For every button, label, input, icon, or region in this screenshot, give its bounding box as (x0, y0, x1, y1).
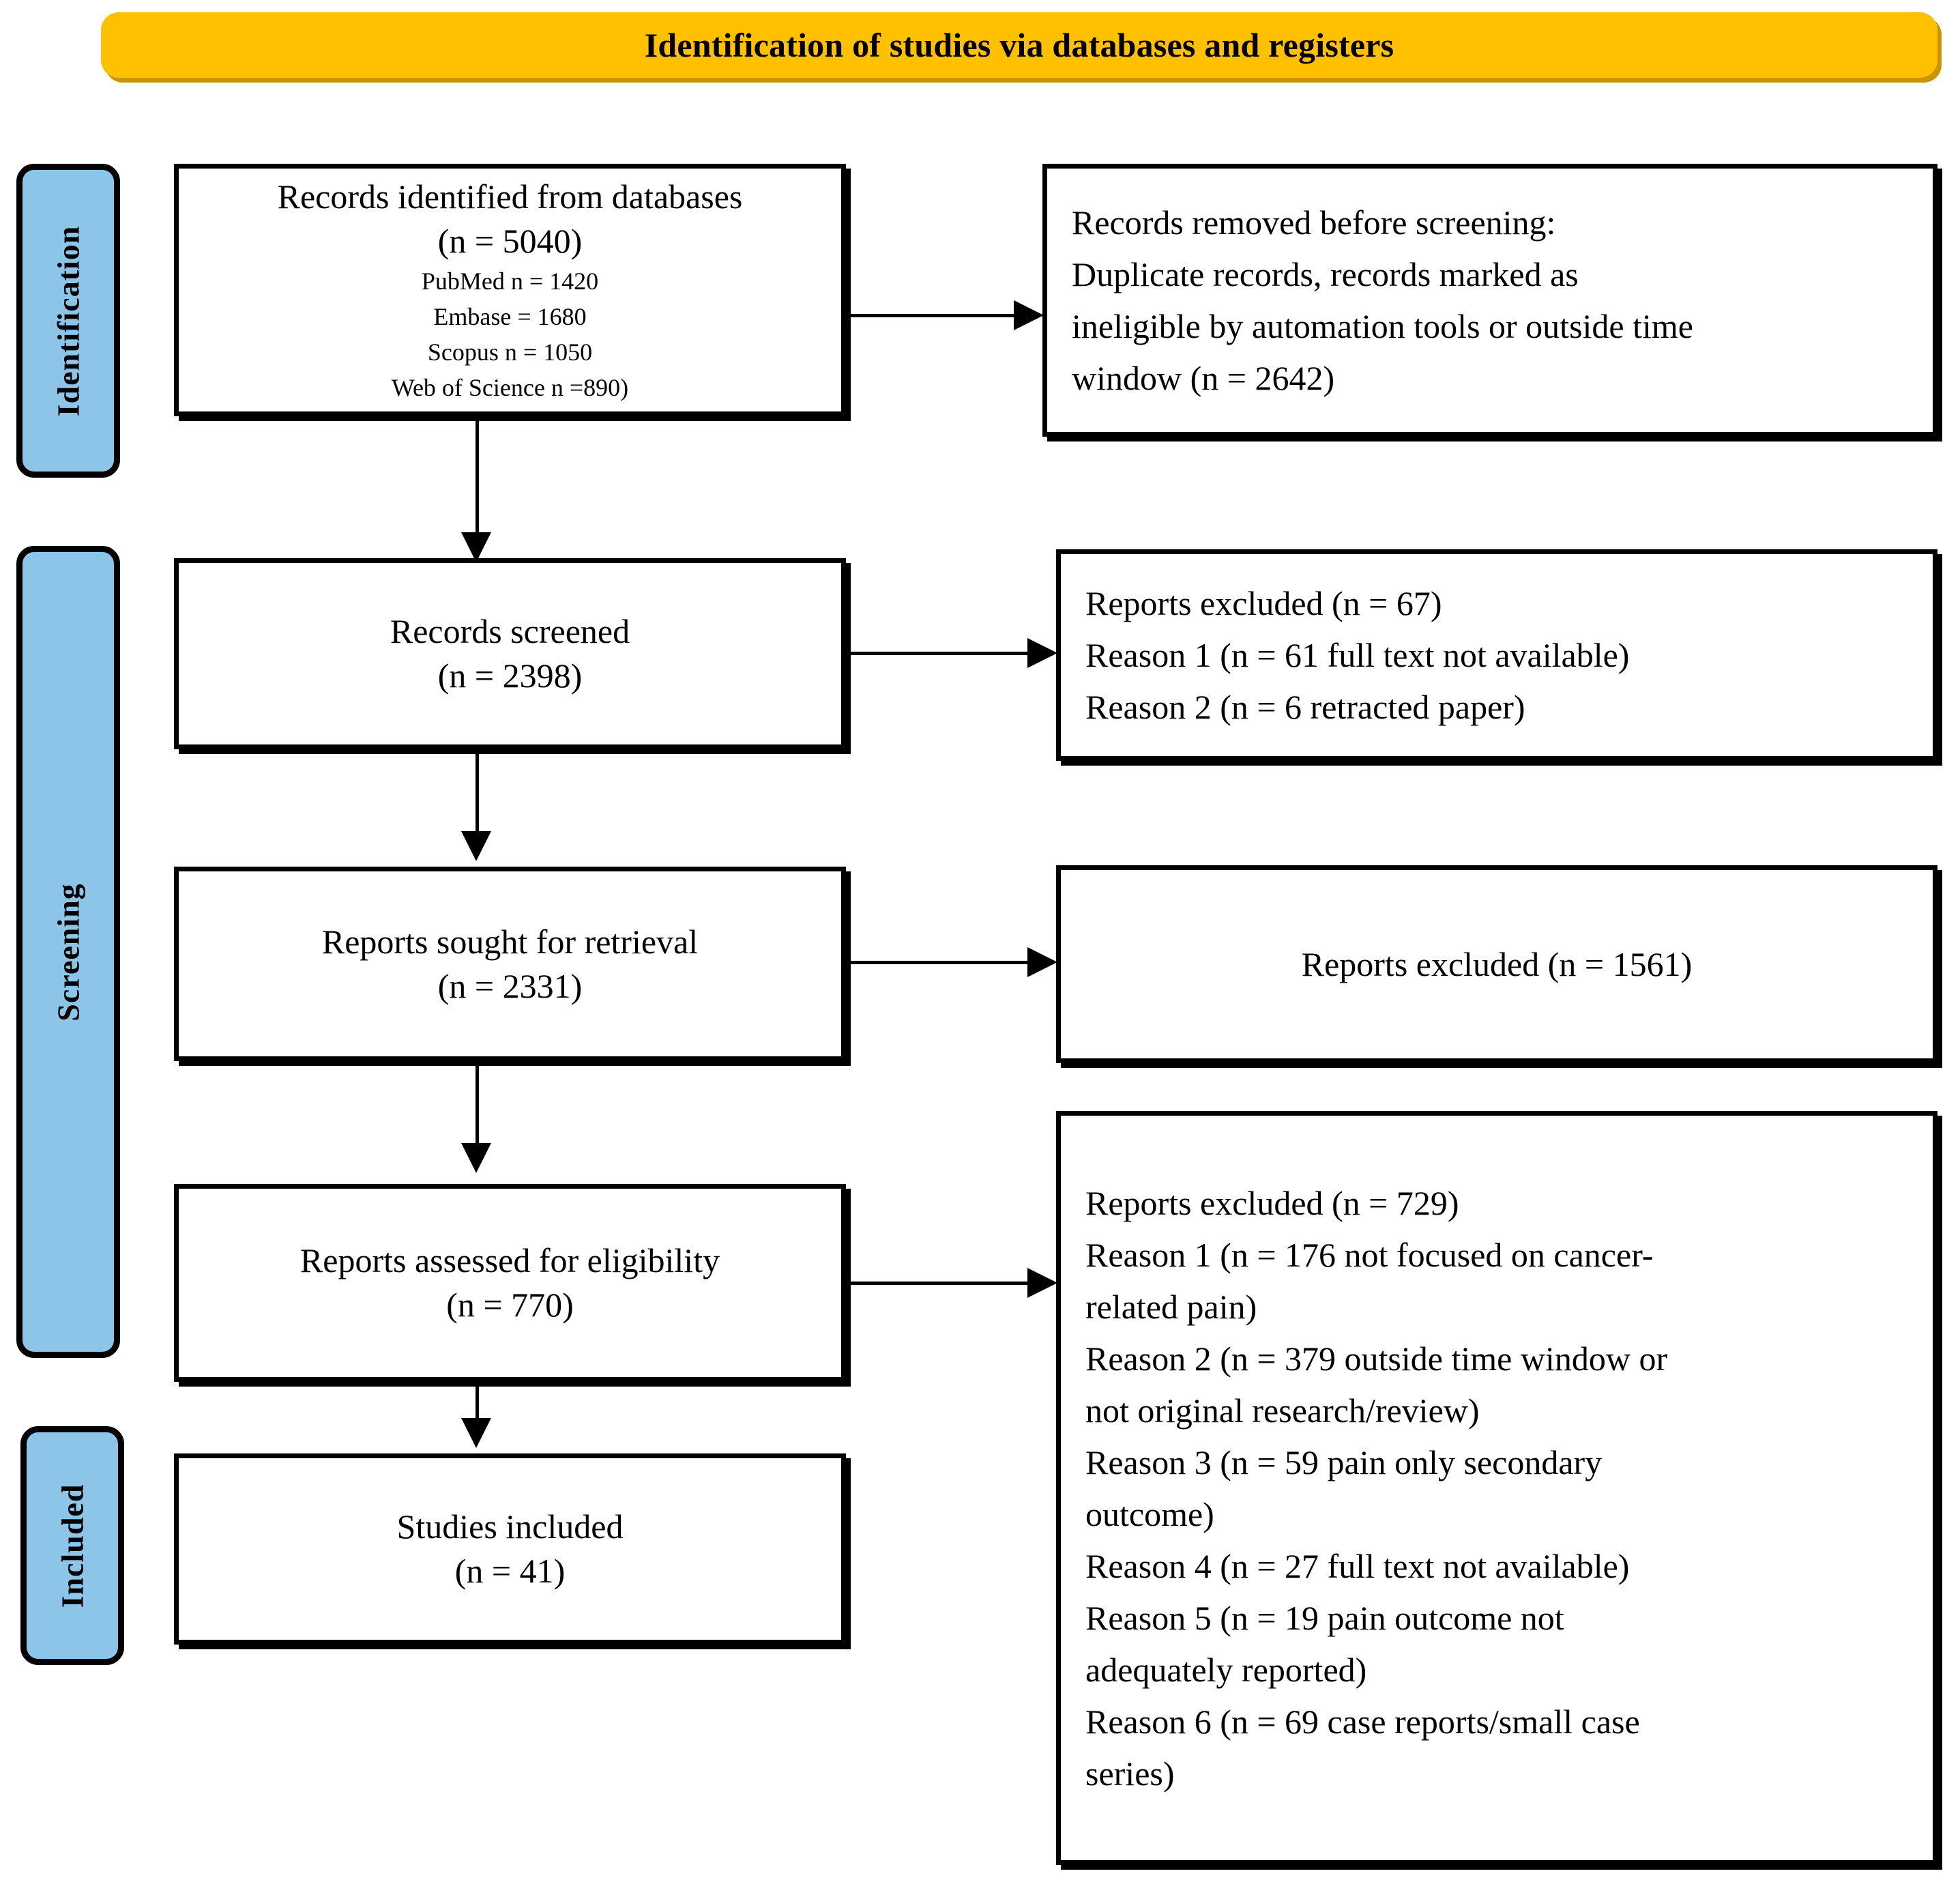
studies-included-title: Studies included (396, 1507, 624, 1546)
box-reports-sought: Reports sought for retrieval (n = 2331) (174, 867, 846, 1061)
source-pubmed: PubMed n = 1420 (421, 267, 599, 295)
excluded-eligibility-line-3: related pain) (1085, 1287, 1257, 1326)
studies-included-count: (n = 41) (454, 1552, 566, 1590)
records-identified-title: Records identified from databases (277, 177, 743, 216)
excluded-eligibility-line-10: adequately reported) (1085, 1650, 1367, 1689)
records-screened-count: (n = 2398) (437, 656, 583, 695)
box-reports-excluded-eligibility: Reports excluded (n = 729) Reason 1 (n =… (1056, 1111, 1937, 1865)
source-web-of-science: Web of Science n =890) (391, 374, 629, 402)
arrow-down-icon-assessed-to-included (461, 1418, 491, 1448)
excluded-sought-line-1: Reports excluded (n = 1561) (1301, 945, 1693, 983)
excluded-eligibility-line-5: not original research/review) (1085, 1391, 1480, 1430)
stage-label-identification: Identification (50, 225, 86, 416)
records-removed-line-4: window (n = 2642) (1072, 359, 1335, 397)
box-reports-excluded-sought: Reports excluded (n = 1561) (1056, 865, 1937, 1063)
connector-identified-to-screened (476, 419, 479, 542)
excluded-screening-line-1: Reports excluded (n = 67) (1085, 584, 1442, 622)
excluded-eligibility-line-2: Reason 1 (n = 176 not focused on cancer- (1085, 1235, 1654, 1274)
stage-bar-identification: Identification (16, 164, 120, 478)
connector-sought-to-excluded (848, 961, 1036, 964)
connector-screened-to-excluded (848, 652, 1036, 655)
arrow-right-icon-assessed-to-excluded (1027, 1268, 1057, 1298)
diagram-header-banner: Identification of studies via databases … (101, 12, 1937, 78)
excluded-eligibility-line-12: series) (1085, 1754, 1175, 1793)
box-records-removed: Records removed before screening: Duplic… (1042, 164, 1937, 437)
arrow-down-icon-screened-to-sought (461, 831, 491, 861)
arrow-down-icon-identified-to-screened (461, 532, 491, 562)
reports-sought-count: (n = 2331) (437, 966, 583, 1005)
stage-label-screening: Screening (50, 882, 86, 1022)
reports-assessed-count: (n = 770) (446, 1286, 574, 1324)
excluded-eligibility-line-9: Reason 5 (n = 19 pain outcome not (1085, 1598, 1564, 1637)
excluded-screening-line-2: Reason 1 (n = 61 full text not available… (1085, 636, 1630, 674)
stage-bar-screening: Screening (16, 546, 120, 1358)
records-removed-line-1: Records removed before screening: (1072, 203, 1556, 242)
source-embase: Embase = 1680 (433, 302, 587, 330)
box-studies-included: Studies included (n = 41) (174, 1453, 846, 1645)
excluded-eligibility-line-1: Reports excluded (n = 729) (1085, 1183, 1459, 1222)
arrow-right-icon-sought-to-excluded (1027, 947, 1057, 977)
box-records-identified: Records identified from databases (n = 5… (174, 164, 846, 416)
stage-bar-included: Included (20, 1426, 124, 1665)
excluded-eligibility-line-4: Reason 2 (n = 379 outside time window or (1085, 1339, 1668, 1378)
connector-identified-to-removed (848, 314, 1022, 317)
arrow-down-icon-sought-to-assessed (461, 1143, 491, 1173)
arrow-right-icon-screened-to-excluded (1027, 638, 1057, 668)
box-reports-assessed: Reports assessed for eligibility (n = 77… (174, 1184, 846, 1382)
reports-assessed-title: Reports assessed for eligibility (299, 1241, 720, 1279)
records-removed-line-2: Duplicate records, records marked as (1072, 255, 1579, 293)
diagram-title: Identification of studies via databases … (644, 25, 1394, 64)
reports-sought-title: Reports sought for retrieval (321, 922, 699, 961)
stage-label-included: Included (55, 1483, 90, 1608)
connector-sought-to-assessed (476, 1065, 479, 1152)
excluded-screening-line-3: Reason 2 (n = 6 retracted paper) (1085, 688, 1525, 726)
excluded-eligibility-line-11: Reason 6 (n = 69 case reports/small case (1085, 1702, 1640, 1741)
records-removed-line-3: ineligible by automation tools or outsid… (1072, 307, 1693, 345)
box-records-screened: Records screened (n = 2398) (174, 558, 846, 749)
box-reports-excluded-screening: Reports excluded (n = 67) Reason 1 (n = … (1056, 549, 1937, 761)
connector-assessed-to-excluded (848, 1282, 1036, 1285)
records-identified-count: (n = 5040) (437, 221, 583, 260)
records-screened-title: Records screened (390, 612, 630, 650)
excluded-eligibility-line-6: Reason 3 (n = 59 pain only secondary (1085, 1443, 1603, 1481)
source-scopus: Scopus n = 1050 (427, 338, 593, 366)
connector-assessed-to-included (476, 1385, 479, 1428)
excluded-eligibility-line-7: outcome) (1085, 1494, 1214, 1533)
excluded-eligibility-line-8: Reason 4 (n = 27 full text not available… (1085, 1546, 1630, 1585)
connector-screened-to-sought (476, 753, 479, 841)
arrow-right-icon-identified-to-removed (1014, 300, 1044, 330)
